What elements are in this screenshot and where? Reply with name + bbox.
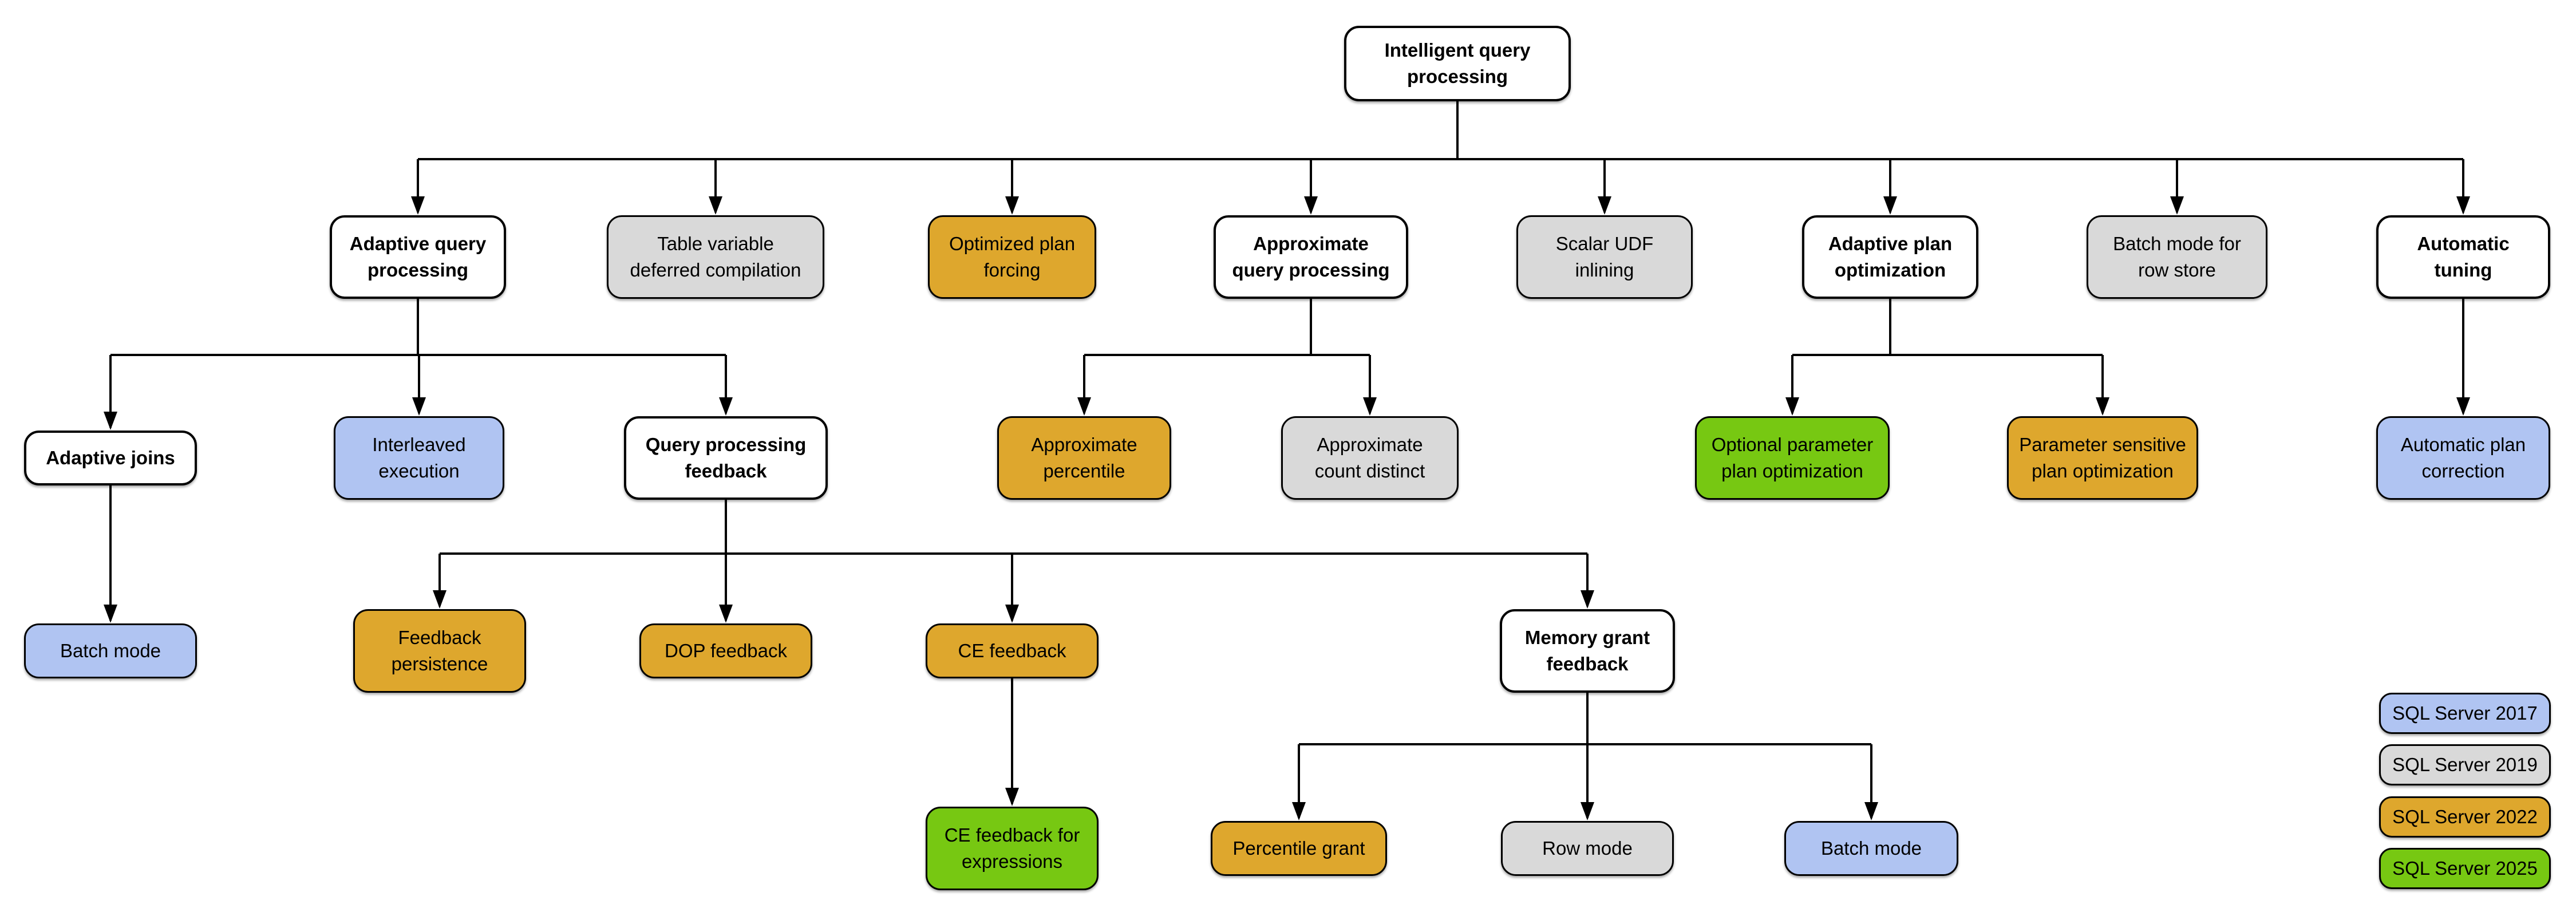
- node-adaptive-plan-optimization: Adaptive plan optimization: [1802, 215, 1978, 299]
- node-optional-parameter-plan-optimization: Optional parameter plan optimization: [1695, 416, 1890, 500]
- node-scalar-udf-inlining: Scalar UDF inlining: [1516, 215, 1693, 299]
- node-adaptive-joins: Adaptive joins: [24, 431, 197, 485]
- node-adaptive-query-processing: Adaptive query processing: [330, 215, 506, 299]
- node-query-processing-feedback: Query processing feedback: [624, 416, 828, 500]
- node-dop-feedback: DOP feedback: [639, 623, 812, 678]
- node-automatic-plan-correction: Automatic plan correction: [2376, 416, 2550, 500]
- node-optimized-plan-forcing: Optimized plan forcing: [928, 215, 1096, 299]
- node-intelligent-query-processing: Intelligent query processing: [1344, 26, 1571, 101]
- node-batch-mode: Batch mode: [24, 623, 197, 678]
- node-automatic-tuning: Automatic tuning: [2376, 215, 2550, 299]
- node-batch-mode-for-row-store: Batch mode for row store: [2087, 215, 2267, 299]
- node-ce-feedback: CE feedback: [926, 623, 1099, 678]
- legend-sql-server-2019: SQL Server 2019: [2379, 744, 2551, 785]
- legend-sql-server-2025: SQL Server 2025: [2379, 848, 2551, 889]
- node-table-variable-deferred-compilation: Table variable deferred compilation: [607, 215, 824, 299]
- node-approximate-percentile: Approximate percentile: [997, 416, 1171, 500]
- node-percentile-grant: Percentile grant: [1211, 821, 1387, 876]
- node-batch-mode-2: Batch mode: [1784, 821, 1958, 876]
- node-memory-grant-feedback: Memory grant feedback: [1500, 609, 1675, 693]
- legend-sql-server-2022: SQL Server 2022: [2379, 796, 2551, 838]
- edge-arrows: [104, 159, 2470, 820]
- edge-trunks: [110, 101, 2463, 745]
- node-approximate-count-distinct: Approximate count distinct: [1281, 416, 1459, 500]
- node-approximate-query-processing: Approximate query processing: [1214, 215, 1408, 299]
- node-feedback-persistence: Feedback persistence: [353, 609, 526, 693]
- node-ce-feedback-for-expressions: CE feedback for expressions: [926, 807, 1099, 890]
- node-row-mode: Row mode: [1501, 821, 1674, 876]
- node-parameter-sensitive-plan-optimization: Parameter sensitive plan optimization: [2007, 416, 2198, 500]
- legend-sql-server-2017: SQL Server 2017: [2379, 693, 2551, 734]
- node-interleaved-execution: Interleaved execution: [334, 416, 504, 500]
